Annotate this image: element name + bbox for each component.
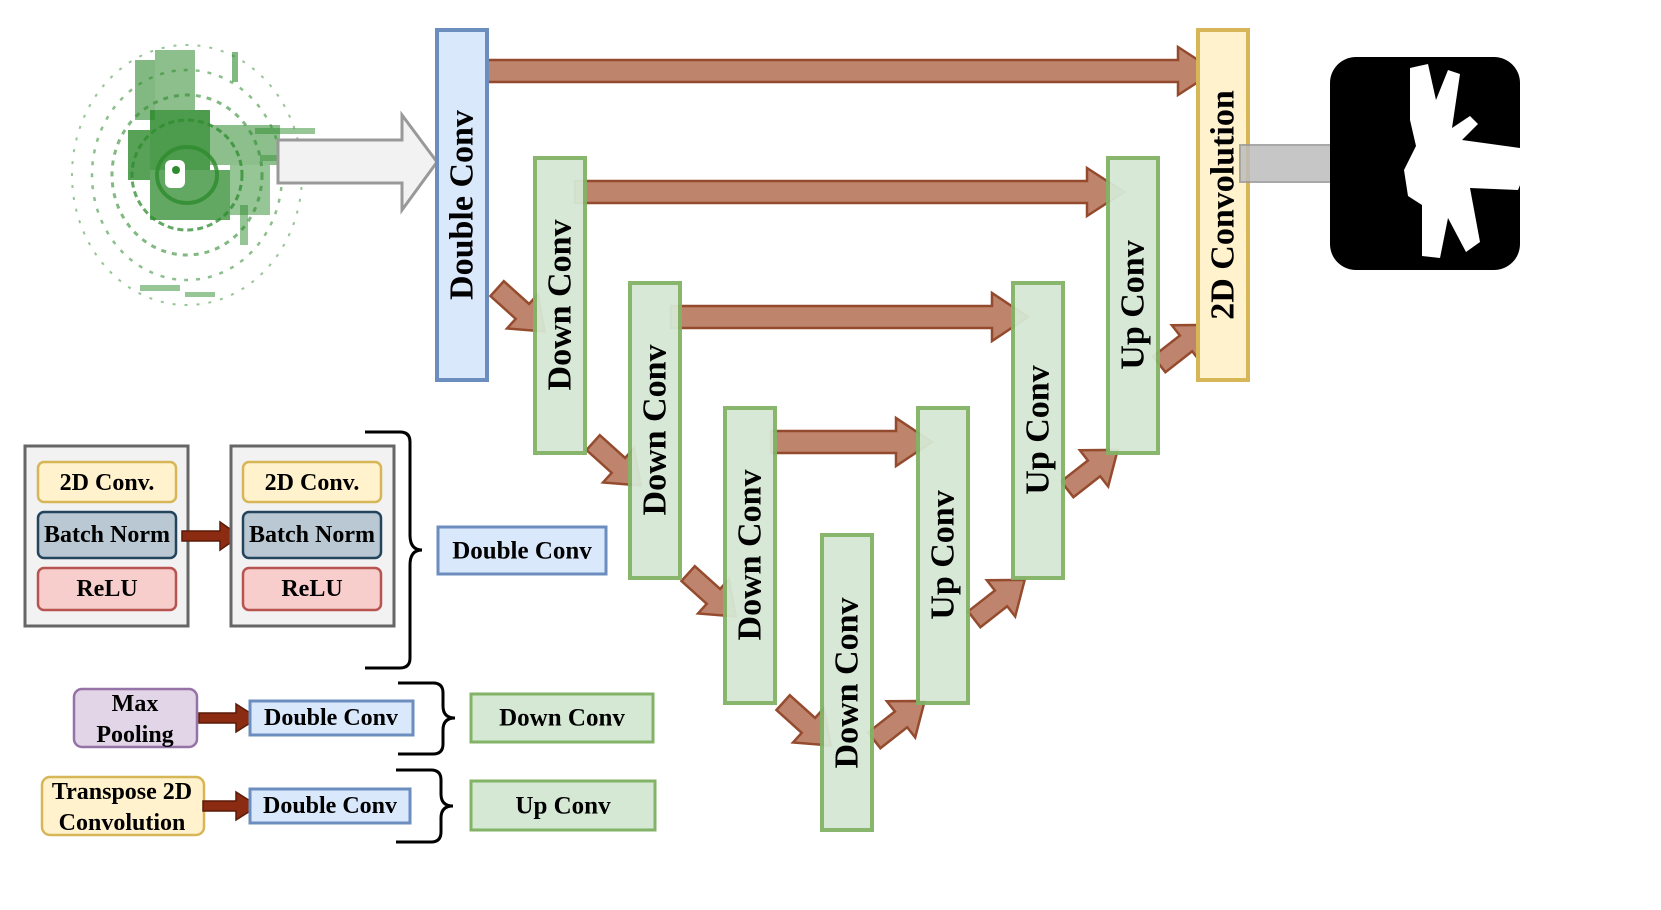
legend-max-pooling-line2: Pooling	[96, 722, 173, 748]
down-conv-block-4	[820, 533, 874, 832]
legend-conv-label-1: 2D Conv.	[60, 470, 155, 496]
legend-transpose-line2: Convolution	[59, 810, 186, 836]
output-occupancy-image	[1330, 57, 1527, 270]
legend-brace-2	[398, 681, 456, 756]
down-arrow-4	[774, 693, 833, 747]
legend-conv-label-2: 2D Conv.	[265, 470, 360, 496]
up-conv-label-1: Up Conv	[925, 490, 962, 619]
legend-relu-box-1	[36, 566, 178, 612]
down-arrow-1	[488, 279, 547, 333]
skip-arrow-level-2	[573, 165, 1127, 219]
legend-up-conv: Transpose 2D Convolution Double Conv Up …	[40, 768, 657, 844]
legend-bn-label-2: Batch Norm	[249, 522, 375, 548]
down-conv-label-1: Down Conv	[542, 220, 579, 391]
down-arrow-2	[584, 433, 643, 487]
double-conv-label: Double Conv	[444, 110, 481, 300]
legend-up-double-conv-box	[248, 787, 412, 825]
double-conv-block	[435, 28, 489, 382]
legend-down-conv-box	[469, 692, 655, 744]
up-arrow-1	[866, 699, 927, 750]
legend-conv-box-1	[36, 460, 178, 504]
decoder-blocks	[916, 28, 1250, 705]
final-conv-label: 2D Convolution	[1205, 90, 1242, 320]
final-conv-block	[1196, 28, 1250, 382]
down-conv-block-2	[628, 281, 682, 580]
up-conv-label-2: Up Conv	[1020, 365, 1057, 494]
legend-down-double-conv-box	[248, 699, 415, 737]
legend-bn-box-2	[241, 510, 383, 560]
skip-arrow-level-4	[769, 415, 935, 469]
legend-up-conv-label: Up Conv	[515, 793, 611, 820]
legend-double-conv-label: Double Conv	[452, 538, 592, 565]
input-arrow	[276, 110, 439, 215]
legend-up-double-conv-label: Double Conv	[263, 793, 397, 819]
input-point-cloud-image	[71, 44, 320, 306]
block-labels: Double Conv Down Conv Down Conv Down Con…	[444, 90, 1242, 768]
skip-arrow-level-3	[669, 290, 1031, 344]
legend-down-conv-label: Down Conv	[499, 705, 625, 732]
down-conv-label-3: Down Conv	[732, 470, 769, 641]
legend-bn-box-1	[36, 510, 178, 560]
legend-bn-label-1: Batch Norm	[44, 522, 170, 548]
legend-conv-box-2	[241, 460, 383, 504]
legend-relu-label-1: ReLU	[76, 576, 137, 602]
skip-connections	[475, 44, 1218, 469]
legend-double-conv-box	[436, 525, 608, 576]
up-conv-block-3	[1106, 156, 1160, 455]
legend-arrow-transpose	[202, 790, 260, 822]
legend-relu-box-2	[241, 566, 383, 612]
down-conv-block-3	[723, 406, 777, 705]
up-conv-label-3: Up Conv	[1115, 240, 1152, 369]
legend-double-conv: 2D Conv. Batch Norm ReLU 2D Conv. Batch …	[23, 430, 608, 670]
diagonal-arrows	[488, 279, 1212, 750]
legend-max-pooling-line1: Max	[112, 691, 159, 717]
legend-brace-1	[365, 430, 423, 670]
skip-arrow-level-1	[475, 44, 1218, 98]
legend-arrow-maxpool	[198, 702, 260, 734]
up-arrow-3	[1059, 448, 1120, 499]
legend-relu-label-2: ReLU	[281, 576, 342, 602]
legend-max-pooling-box	[72, 687, 199, 749]
legend-down-double-conv-label: Double Conv	[264, 705, 398, 731]
down-conv-label-2: Down Conv	[637, 345, 674, 516]
up-conv-block-2	[1011, 281, 1065, 580]
legend-transpose-line1: Transpose 2D	[52, 779, 192, 805]
down-conv-label-4: Down Conv	[829, 598, 866, 769]
legend-down-conv: Max Pooling Double Conv Down Conv	[72, 681, 655, 756]
up-arrow-2	[966, 578, 1027, 629]
down-conv-block-1	[533, 156, 587, 455]
legend-brace-3	[396, 768, 454, 844]
encoder-blocks	[435, 28, 874, 832]
down-arrow-3	[679, 564, 738, 618]
up-conv-block-1	[916, 406, 970, 705]
legend-up-conv-box	[469, 779, 657, 832]
